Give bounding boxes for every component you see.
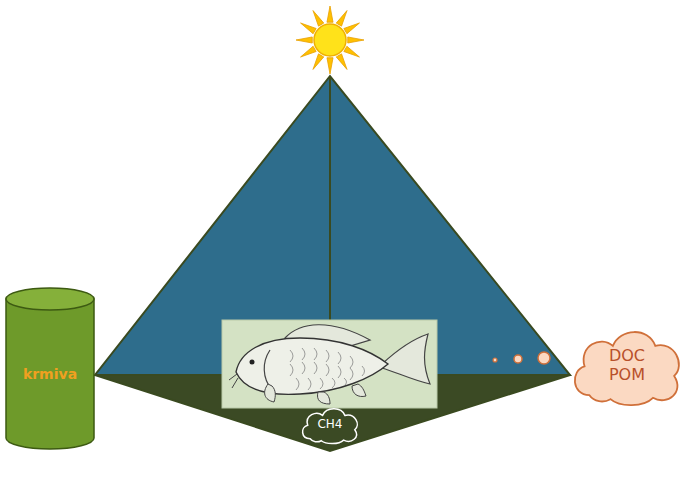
sun-ray (301, 23, 317, 34)
node-label: krmiva (23, 366, 77, 383)
sun-ray (348, 37, 364, 43)
sun-ray (296, 37, 312, 43)
bubble (493, 358, 497, 362)
node-label: DOC POM (601, 346, 653, 384)
sun-ray (336, 11, 347, 27)
sun-ray (344, 46, 360, 57)
methane-cloud: CH4 (299, 405, 361, 444)
bubble (514, 355, 522, 363)
water-pyramid (95, 76, 570, 375)
carp-illustration (222, 320, 437, 408)
sun-symbol (296, 6, 364, 74)
sun-ray (301, 46, 317, 57)
sun-ray (336, 54, 347, 70)
doc-pom-cloud: DOC POM (568, 324, 686, 406)
feed-cylinder: krmiva (5, 287, 95, 450)
node-label: CH4 (317, 417, 342, 431)
sun-ray (313, 54, 324, 70)
sun-ray (344, 23, 360, 34)
sun-ray (313, 11, 324, 27)
bubble (538, 352, 550, 364)
sun-ray (327, 58, 333, 74)
sun-ray (327, 6, 333, 22)
axis-line (329, 76, 331, 322)
